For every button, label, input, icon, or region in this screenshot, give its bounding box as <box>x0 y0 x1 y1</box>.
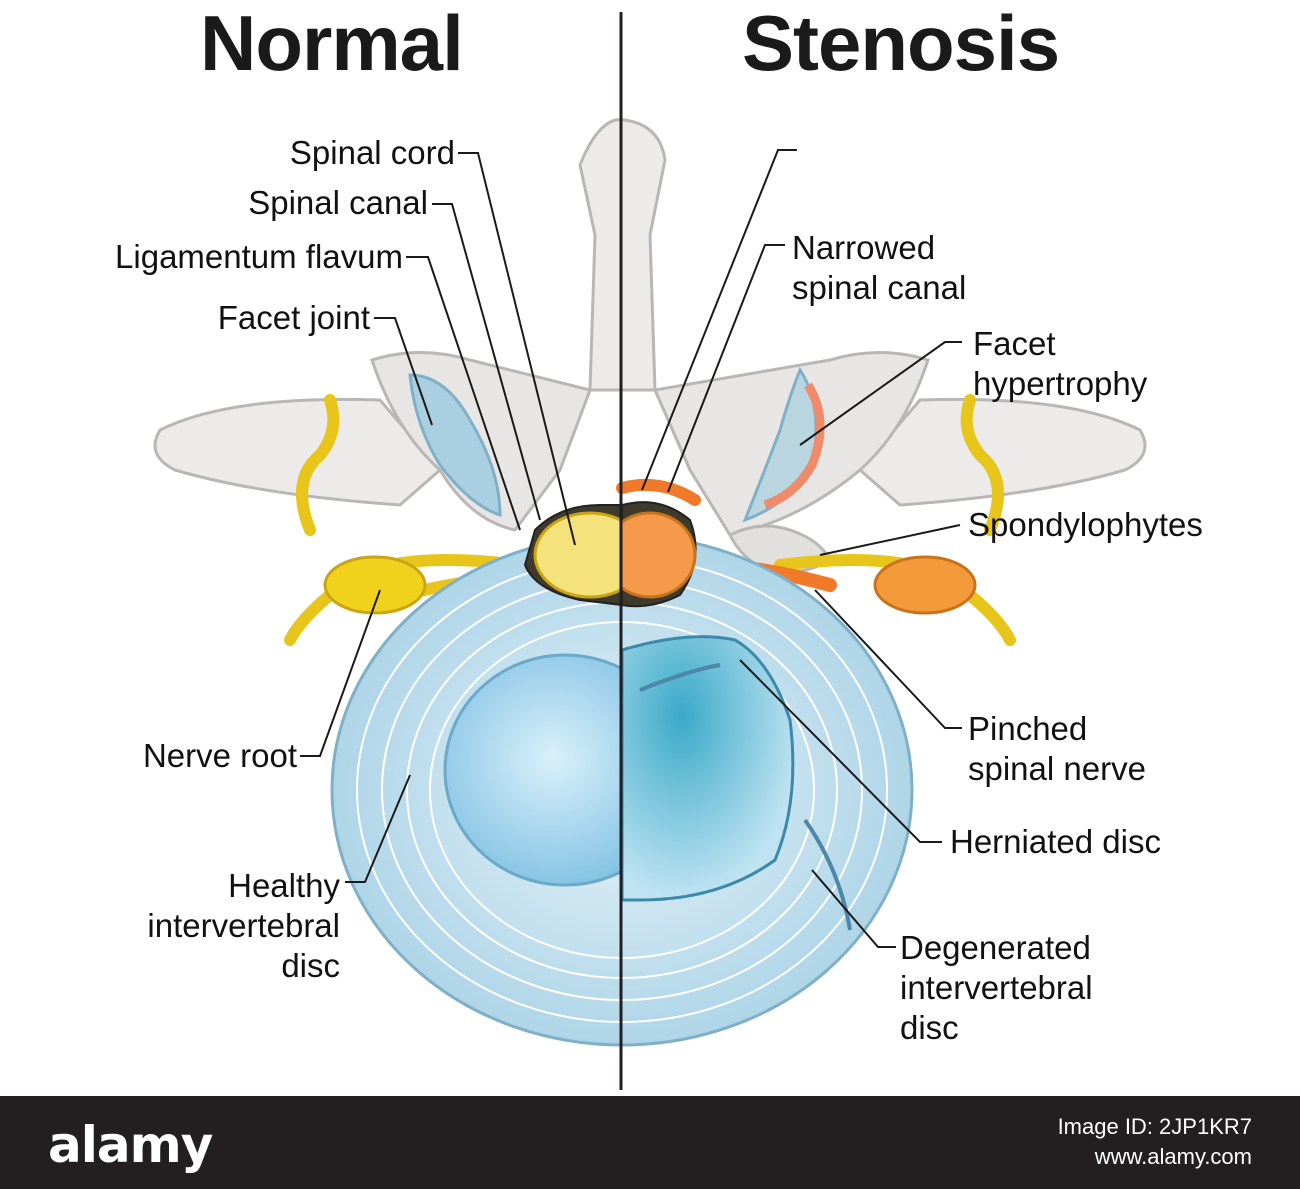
footer-image-id: Image ID: 2JP1KR7 <box>1057 1114 1252 1139</box>
nucleus-normal <box>443 653 621 887</box>
label-healthy-disc: Healthy intervertebral disc <box>147 867 340 984</box>
label-facet-hypertrophy: Facet hypertrophy <box>973 325 1148 402</box>
nerve-ganglion-left <box>323 555 427 615</box>
diagram-stage: Normal Stenosis Spinal cord Spinal canal… <box>115 0 1203 1090</box>
label-herniated-disc: Herniated disc <box>950 823 1161 860</box>
panel-title-stenosis: Stenosis <box>742 0 1060 87</box>
leader-healthy-disc <box>345 774 411 883</box>
spinal-cord-normal <box>533 511 621 599</box>
nucleus-herniated <box>621 635 795 902</box>
leader-facet-hyper <box>799 341 962 446</box>
leader-spinal-cord <box>458 152 576 546</box>
label-spinal-cord: Spinal cord <box>289 134 455 171</box>
leader-degenerated <box>811 869 896 948</box>
label-spinal-canal: Spinal canal <box>248 184 428 221</box>
facet-joint-left <box>408 373 502 518</box>
label-narrowed-canal: Narrowed spinal canal <box>792 229 967 306</box>
leader-lines <box>300 149 962 948</box>
leader-facet <box>374 317 433 426</box>
label-degenerated-disc: Degenerated intervertebral disc <box>900 929 1093 1046</box>
vertebral-arch <box>153 118 1147 574</box>
label-spondylophytes: Spondylophytes <box>968 506 1203 543</box>
stock-footer-bar: alamy Image ID: 2JP1KR7 www.alamy.com <box>0 1096 1300 1189</box>
leader-ligamentum <box>406 256 521 531</box>
panel-title-normal: Normal <box>200 0 464 87</box>
label-facet-joint: Facet joint <box>217 299 370 336</box>
spinal-cord-compressed <box>621 511 697 599</box>
thickened-ligament <box>616 478 701 506</box>
disc-tear <box>639 663 852 931</box>
leader-spinal-canal <box>432 203 541 521</box>
leader-nerve-root <box>300 589 381 757</box>
label-ligamentum-flavum: Ligamentum flavum <box>115 238 403 275</box>
alamy-logo: alamy <box>48 1116 213 1174</box>
leader-narrowed <box>667 244 785 493</box>
footer-url: www.alamy.com <box>1094 1144 1252 1169</box>
transverse-process-right <box>857 397 1147 507</box>
facet-hypertrophy <box>763 382 825 510</box>
vertebra-illustration <box>153 12 1147 1090</box>
leader-spondylo <box>819 524 961 556</box>
spinal-canal-group <box>523 478 701 608</box>
label-nerve-root: Nerve root <box>142 737 297 774</box>
leader-thickened <box>641 149 797 491</box>
transverse-process-left <box>153 397 443 507</box>
label-pinched-nerve: Pinched spinal nerve <box>968 710 1146 787</box>
leader-herniated <box>739 659 942 843</box>
nerve-ganglion-right <box>873 555 977 615</box>
leader-pinched <box>814 589 962 729</box>
footer-meta: Image ID: 2JP1KR7 www.alamy.com <box>1058 1114 1252 1170</box>
